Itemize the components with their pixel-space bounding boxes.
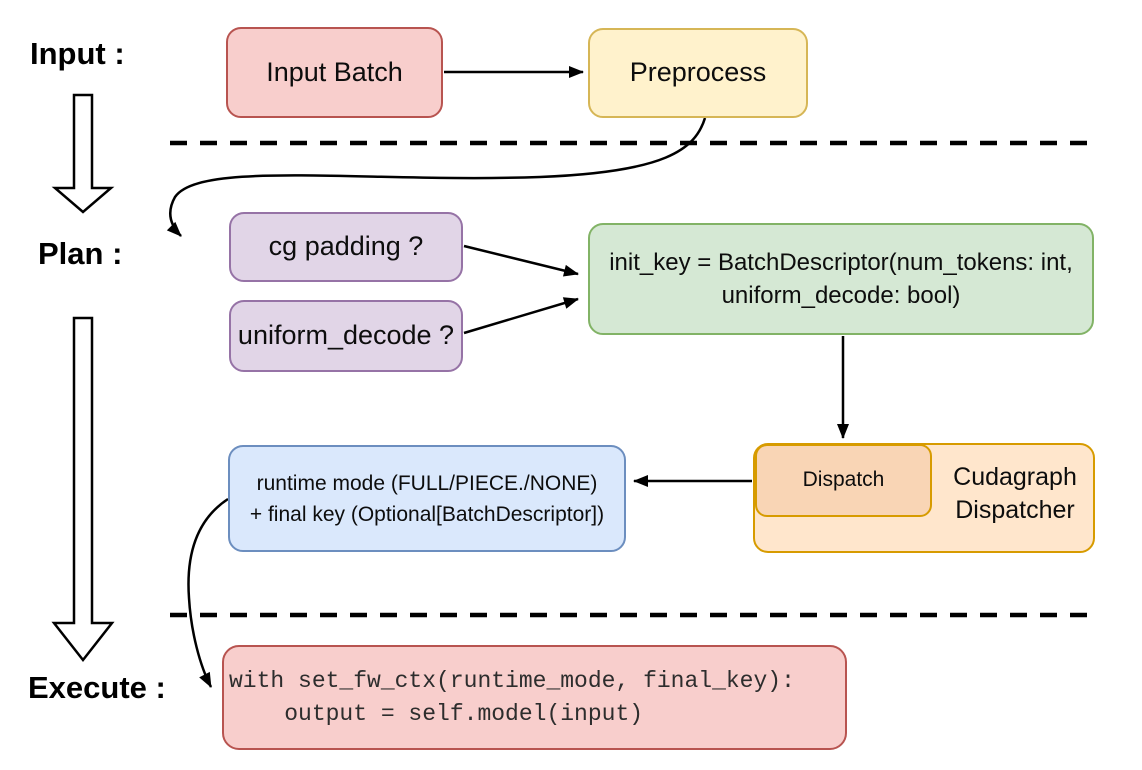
node-preprocess: Preprocess <box>588 28 808 118</box>
stage-down-arrow-icon <box>51 93 115 214</box>
connector-uniform-decode-to-init-key <box>463 297 579 335</box>
node-init-key: init_key = BatchDescriptor(num_tokens: i… <box>588 223 1094 335</box>
node-execute-code-line1: with set_fw_ctx(runtime_mode, final_key)… <box>229 667 795 694</box>
node-input-batch-label: Input Batch <box>266 56 403 87</box>
node-uniform-decode-label: uniform_decode ? <box>237 320 455 351</box>
node-cg-padding: cg padding ? <box>229 212 463 282</box>
node-runtime-mode-line2: + final key (Optional[BatchDescriptor]) <box>249 502 605 526</box>
node-uniform-decode: uniform_decode ? <box>229 300 463 372</box>
node-input-batch: Input Batch <box>226 27 443 118</box>
node-execute-code-line2: output = self.model(input) <box>229 700 644 727</box>
node-dispatch: Dispatch <box>755 444 932 517</box>
connector-runtime-to-execute-code <box>187 497 229 688</box>
cudagraph-dispatcher-line2: Dispatcher <box>955 496 1075 524</box>
cudagraph-dispatcher-line1: Cudagraph <box>953 463 1077 491</box>
node-cudagraph-dispatcher-label: Cudagraph Dispatcher <box>935 461 1095 527</box>
node-dispatch-label: Dispatch <box>802 468 885 492</box>
node-preprocess-label: Preprocess <box>629 57 767 88</box>
connector-cg-padding-to-init-key <box>463 244 579 277</box>
node-init-key-line1: init_key = BatchDescriptor(num_tokens: i… <box>609 249 1073 276</box>
stage-down-arrow-tall-icon <box>51 316 115 663</box>
connector-preprocess-to-cg-padding <box>166 117 707 237</box>
node-cg-padding-label: cg padding ? <box>268 231 424 262</box>
stage-label-plan: Plan : <box>38 236 123 271</box>
node-runtime-mode-line1: runtime mode (FULL/PIECE./NONE) <box>256 471 598 495</box>
node-runtime-mode: runtime mode (FULL/PIECE./NONE) + final … <box>228 445 626 552</box>
stage-label-input: Input : <box>30 36 125 71</box>
node-execute-code: with set_fw_ctx(runtime_mode, final_key)… <box>222 645 847 750</box>
stage-label-execute: Execute : <box>28 670 166 705</box>
node-init-key-line2: uniform_decode: bool) <box>721 282 961 309</box>
